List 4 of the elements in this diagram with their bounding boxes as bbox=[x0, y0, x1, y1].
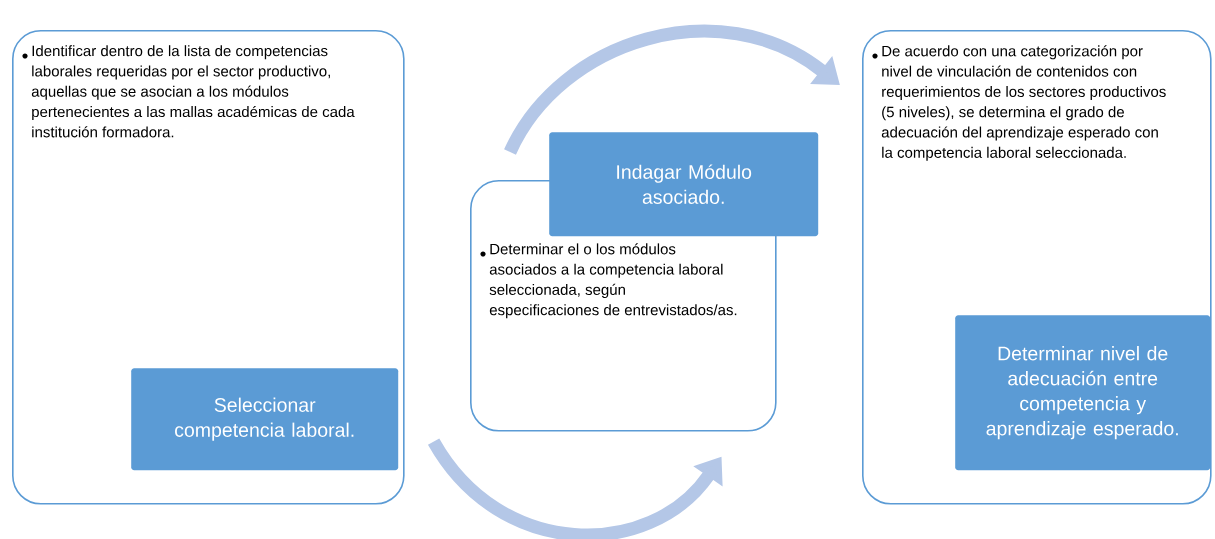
curved-arrow bbox=[428, 437, 723, 539]
step-box: Seleccionar competencia laboral. bbox=[131, 368, 399, 471]
step-box: Determinar nivel de adecuación entre competencia y aprendizaje esperado. bbox=[955, 315, 1211, 471]
step-box: Indagar Módulo asociado. bbox=[549, 132, 819, 237]
